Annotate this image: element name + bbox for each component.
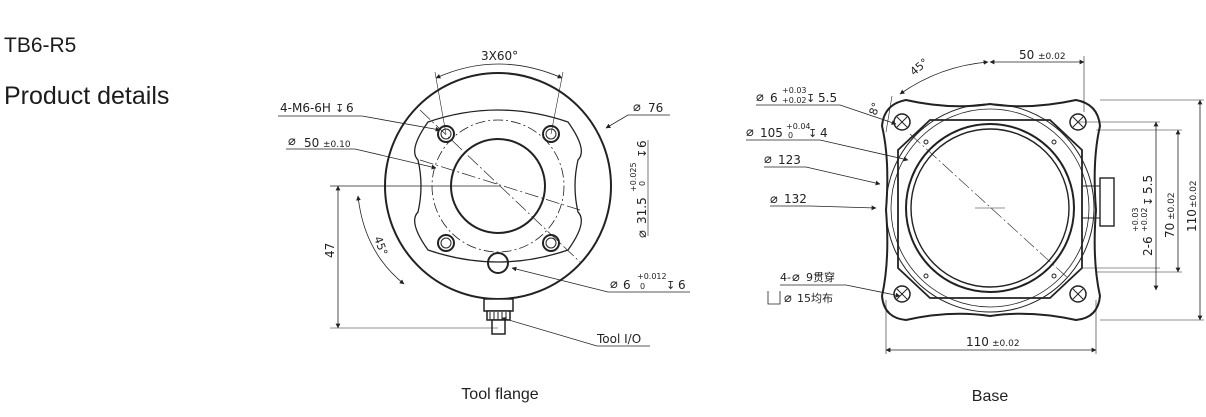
diameter-symbol: ⌀ [756, 90, 764, 105]
base-top-tol: ±0.02 [1038, 52, 1066, 62]
flange-offset: 47 [323, 243, 337, 258]
flange-pattern-label: 3X60° [481, 49, 518, 63]
base-bore-circle [910, 128, 1070, 288]
base-side-pin: 2-6 [1141, 236, 1155, 256]
diameter-symbol: ⌀ [610, 277, 618, 292]
diameter-symbol: ⌀ [288, 134, 296, 149]
tool-io-connector [483, 298, 514, 335]
flange-pcd: 50 [304, 136, 319, 150]
flange-hole-tr [542, 125, 560, 143]
diameter-symbol: ⌀ [792, 270, 800, 285]
flange-outer-dia: 76 [648, 101, 663, 115]
depth-symbol: ↧ [636, 149, 649, 158]
depth-symbol: ↧ [666, 279, 675, 292]
flange-bore-tol-lower: 0 [638, 181, 647, 186]
flange-hole-br [542, 234, 560, 252]
base-right-110: 110 [1185, 209, 1199, 232]
base-caption: Base [971, 388, 1009, 405]
flange-bore-depth: 6 [635, 140, 649, 148]
base-spigot-tol-upper: +0.04 [786, 122, 811, 131]
base-angle-8: 8° [867, 101, 883, 117]
diameter-symbol: ⌀ [635, 230, 650, 238]
base-d123: 123 [778, 153, 801, 167]
section-title: Product details [4, 82, 170, 110]
flange-hole-bl [437, 234, 455, 252]
depth-symbol: ↧ [808, 127, 817, 140]
flange-pin: 6 [623, 278, 631, 292]
base-angle-45: 45° [908, 56, 931, 78]
base-hole-br [1069, 285, 1087, 303]
base-spigot-depth: 4 [820, 126, 828, 140]
base-mid-circle [890, 108, 1090, 308]
flange-hole-tl [437, 125, 455, 143]
flange-thread-label: 4-M6-6H [280, 101, 331, 115]
base-pin-tol-upper: +0.03 [782, 86, 807, 95]
tool-io-label: Tool I/O [596, 332, 641, 346]
depth-symbol: ↧ [335, 102, 344, 115]
base-spigot-tol-lower: 0 [788, 131, 793, 140]
base-right-110-tol: ±0.02 [1189, 180, 1199, 208]
model-title: TB6-R5 [4, 34, 77, 57]
base-top-dim: 50 [1019, 48, 1034, 62]
base-pin-tol-lower: +0.02 [782, 96, 807, 105]
flange-pin-hole [487, 252, 509, 274]
diameter-symbol: ⌀ [746, 125, 754, 140]
flange-pin-tol-lower: 0 [640, 282, 645, 291]
depth-symbol: ↧ [806, 92, 815, 105]
base-pin-depth: 5.5 [818, 91, 837, 105]
base-side-port [1099, 177, 1115, 227]
flange-angle: 45° [371, 235, 390, 258]
base-spigot: 105 [760, 126, 783, 140]
base-outer-circle [885, 103, 1095, 313]
flange-bore-tol-upper: +0.025 [629, 162, 638, 192]
base-d132: 132 [784, 192, 807, 206]
flange-pin-tol-upper: +0.012 [637, 272, 667, 281]
flange-pcd-tol: ±0.10 [323, 140, 351, 150]
base-pin: 6 [770, 91, 778, 105]
base-right-70: 70 [1163, 223, 1177, 238]
flange-thread-depth: 6 [346, 101, 354, 115]
base-side-pin-tol-lower: +0.02 [1140, 207, 1149, 232]
tool-flange-caption: Tool flange [461, 386, 539, 403]
base-holes: 4- [780, 271, 791, 284]
base-octagon-plate [897, 119, 1083, 299]
diameter-symbol: ⌀ [770, 192, 778, 207]
base-inner-ring [905, 123, 1075, 293]
base-bottom-110: 110 [966, 335, 989, 349]
base-cbore: 15均布 [797, 292, 833, 305]
base-side-pin-depth: 5.5 [1141, 175, 1155, 194]
tool-flange-drawing: 3X60° 4-M6-6H ↧ 6 ⌀ 76 ⌀ 50 ±0.10 ⌀ 31.5… [278, 49, 690, 347]
depth-symbol: ↧ [1142, 197, 1155, 206]
diameter-symbol: ⌀ [784, 291, 792, 306]
base-right-70-tol: ±0.02 [1167, 192, 1177, 220]
base-bottom-110-tol: ±0.02 [992, 339, 1020, 349]
base-holes-dia: 9贯穿 [806, 270, 835, 284]
base-side-pin-tol-upper: +0.03 [1131, 207, 1140, 232]
flange-pin-depth: 6 [678, 278, 686, 292]
diameter-symbol: ⌀ [633, 100, 641, 115]
base-drawing: 50 ±0.02 45° 8° ⌀ 6 +0.03 +0.02 ↧ 5.5 ⌀ … [746, 48, 1204, 354]
base-hole-bl [893, 285, 911, 303]
flange-bore: 31.5 [635, 197, 649, 224]
diameter-symbol: ⌀ [764, 152, 772, 167]
